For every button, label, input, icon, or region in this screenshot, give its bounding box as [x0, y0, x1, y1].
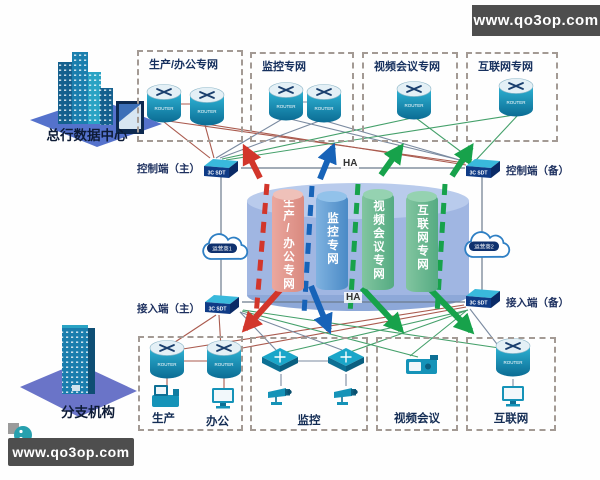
zone-production-office: 生产/办公专网 — [137, 50, 243, 142]
zone-label: 生产 — [152, 413, 175, 425]
zone-branch-internet: 互联网 — [466, 337, 556, 431]
branch-building-icon — [20, 325, 137, 417]
watermark-top-right: www.qo3op.com — [472, 5, 600, 36]
watermark-bottom-left: www.qo3op.com — [8, 438, 134, 466]
tunnel-label: 生产/办公专网 — [282, 196, 294, 291]
carrier2-cloud-icon: 运营商2 — [464, 231, 511, 258]
zone-branch-monitoring: 监控 — [250, 337, 368, 431]
access-backup-switch-icon — [466, 289, 500, 308]
carrier1-label: 运营商1 — [212, 245, 232, 253]
control-backup-label: 控制端（备） — [506, 165, 569, 177]
control-primary-switch-icon — [204, 159, 238, 178]
headquarters-label: 总行数据中心 — [46, 128, 128, 143]
zone-label: 互联网专网 — [478, 61, 533, 73]
zone-video-conference: 视频会议专网 — [362, 52, 458, 142]
zone-label: 视频会议 — [394, 413, 440, 425]
tunnel-label: 监控专网 — [326, 212, 338, 266]
control-primary-label: 控制端（主） — [137, 163, 200, 175]
control-backup-switch-icon — [466, 159, 500, 178]
access-primary-switch-icon — [205, 295, 239, 314]
carrier2-label: 运营商2 — [474, 243, 494, 251]
access-primary-label: 接入端（主） — [137, 303, 200, 315]
tunnel-label: 互联网专网 — [416, 204, 428, 272]
flow-arrows — [241, 142, 475, 335]
tunnel-video-conference: 视频会议专网 — [362, 189, 394, 290]
tube-cap — [273, 189, 303, 200]
zone-branch-video-conference: 视频会议 — [376, 337, 458, 431]
tunnel-label: 视频会议专网 — [372, 200, 384, 281]
tunnel-production-office: 生产/办公专网 — [272, 189, 304, 292]
carrier1-cloud-icon: 运营商1 — [202, 233, 249, 260]
zone-branch-production-office: 生产 办公 — [138, 336, 243, 431]
tunnel-flow-dashes — [253, 183, 448, 317]
zone-label: 监控 — [297, 415, 321, 427]
tunnel-monitoring: 监控专网 — [316, 191, 348, 290]
tube-cap — [363, 189, 393, 200]
ha-link-label-top: HA — [341, 158, 360, 169]
zone-monitoring: 监控专网 — [250, 52, 354, 142]
zone-label: 办公 — [206, 416, 229, 428]
tube-cap — [407, 191, 437, 202]
zone-label: 监控专网 — [262, 61, 306, 73]
headquarters-building-icon — [30, 52, 162, 147]
tube-cap — [317, 191, 347, 202]
ha-link-label-bottom: HA — [344, 292, 363, 303]
access-backup-label: 接入端（备） — [506, 297, 569, 309]
branch-label: 分支机构 — [61, 405, 115, 420]
zone-label: 互联网 — [493, 413, 529, 425]
zone-internet: 互联网专网 — [466, 52, 558, 142]
tunnel-internet: 互联网专网 — [406, 191, 438, 292]
zone-label: 视频会议专网 — [374, 61, 440, 73]
zone-label: 生产/办公专网 — [149, 59, 219, 71]
